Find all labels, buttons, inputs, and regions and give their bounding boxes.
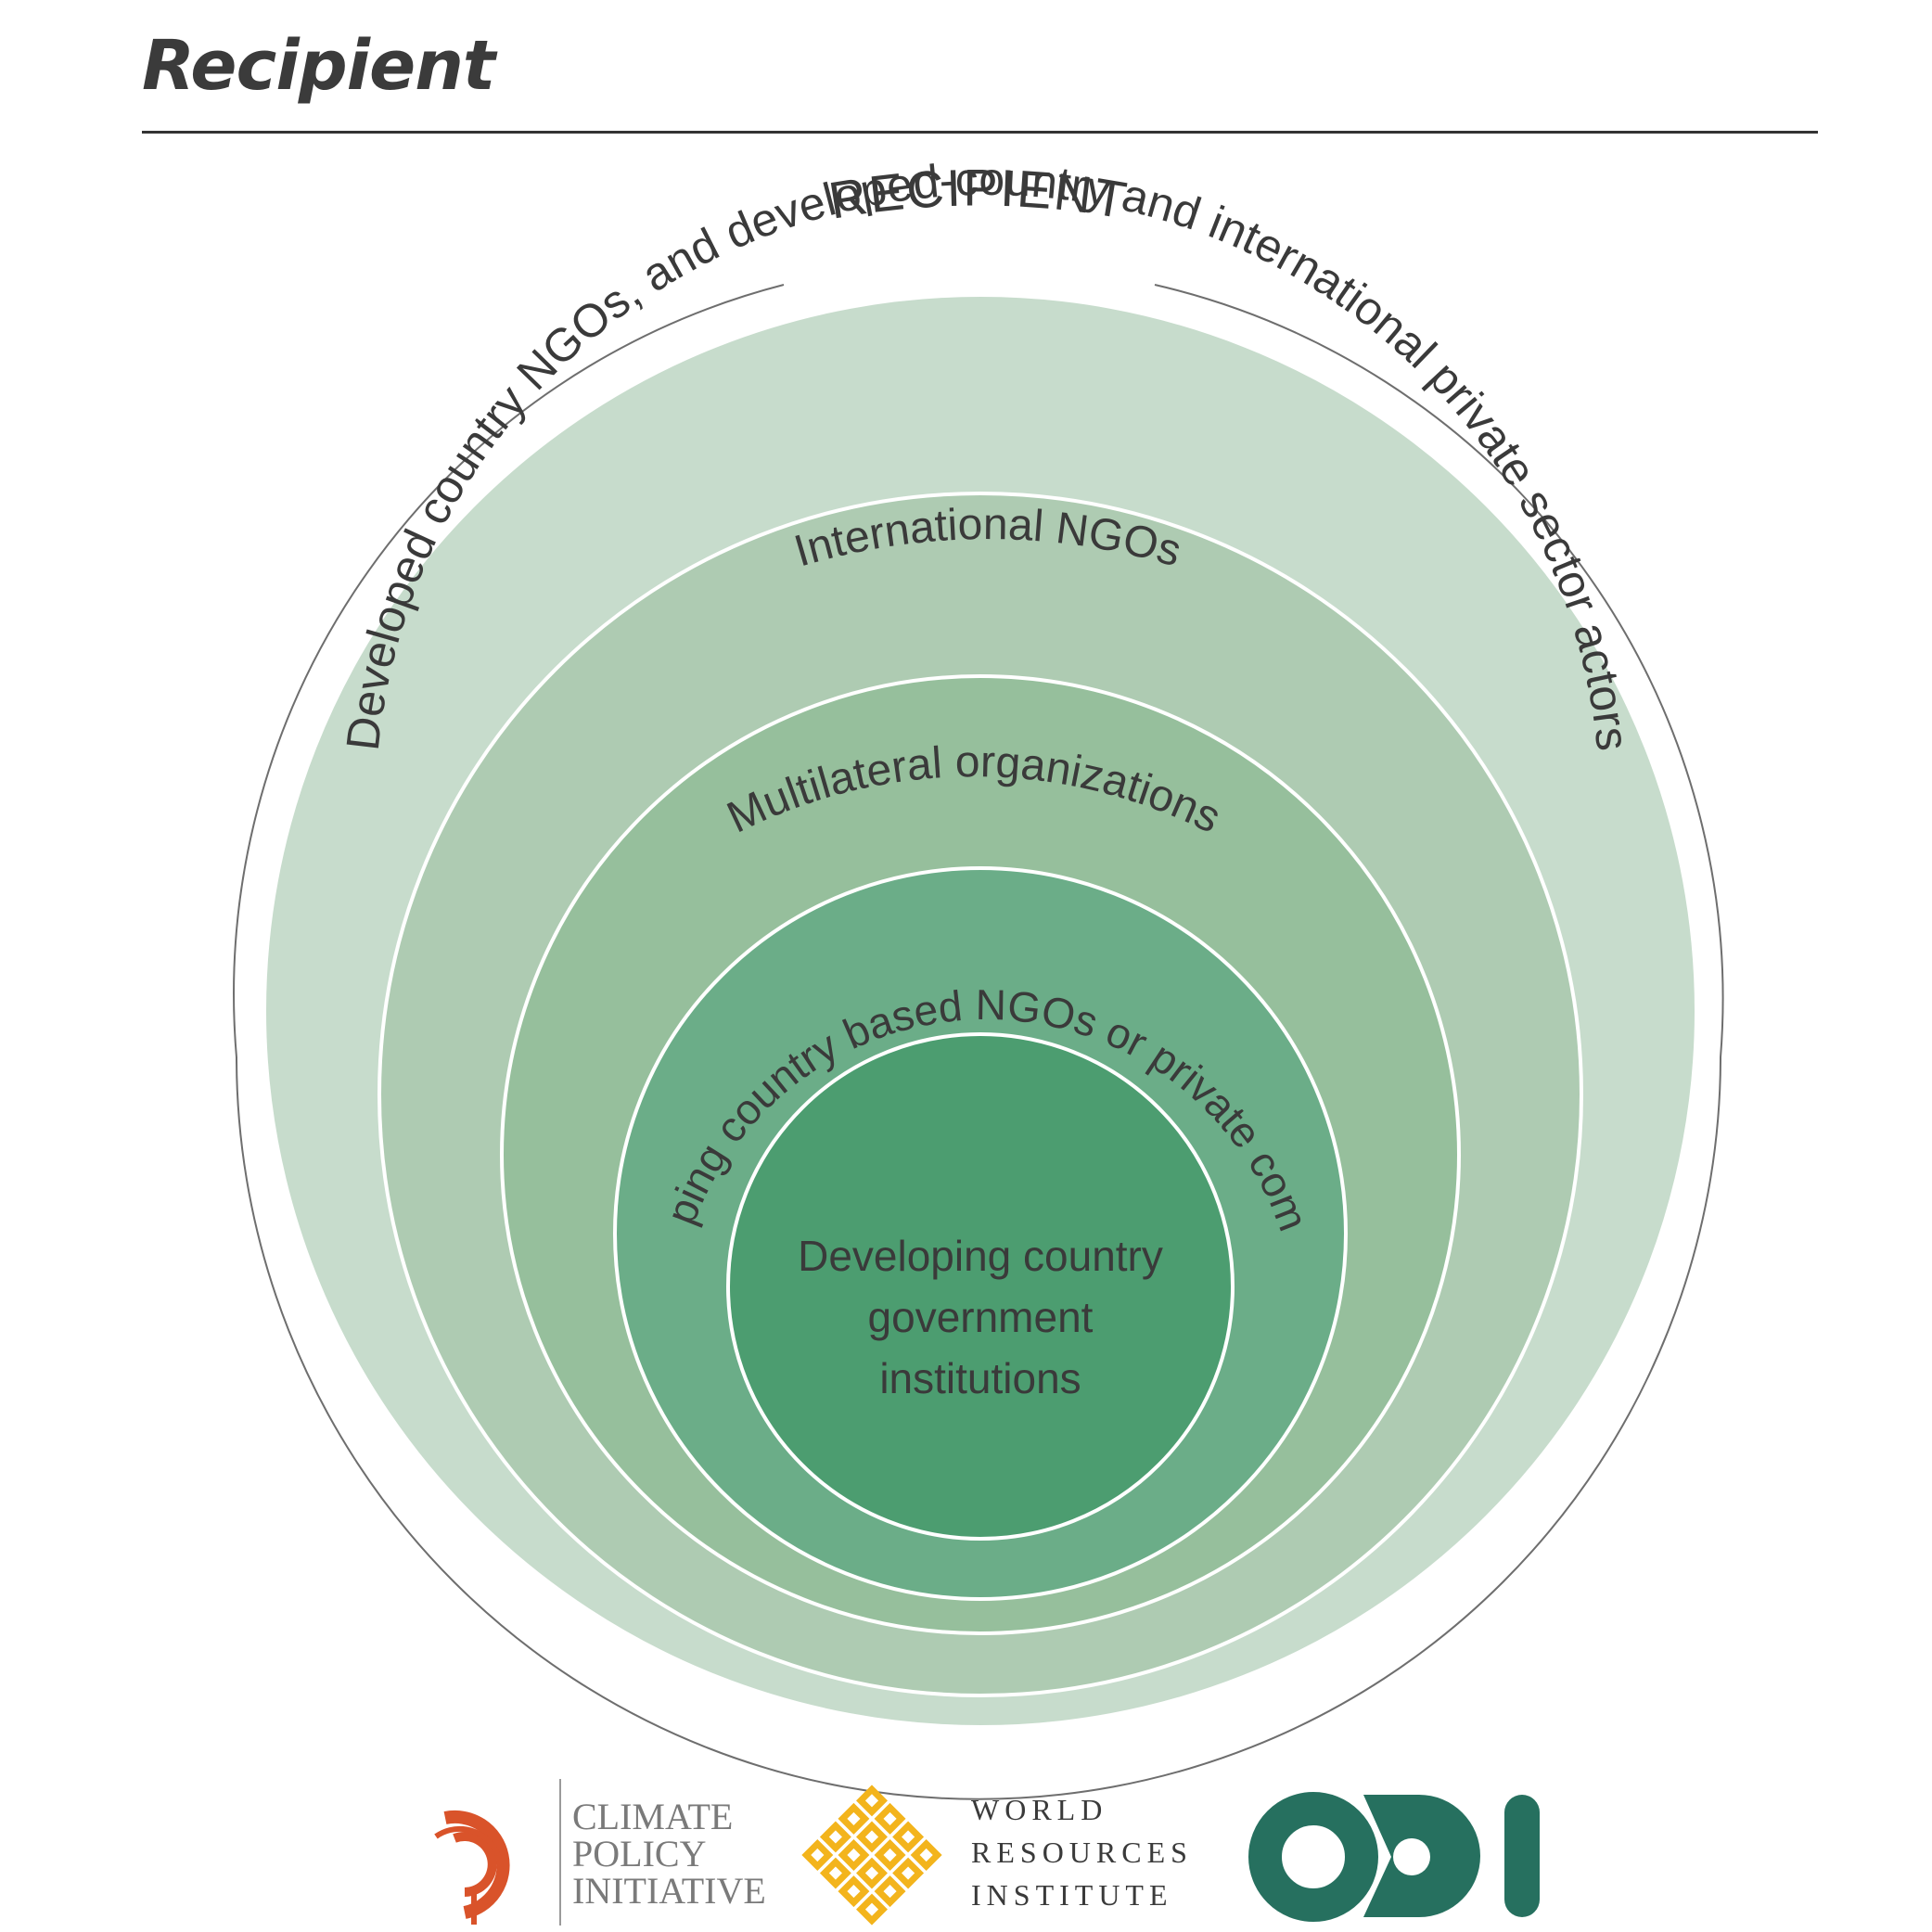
cpi-line-1: CLIMATE <box>572 1796 733 1837</box>
cpi-divider <box>559 1779 561 1926</box>
wri-lattice-cell <box>801 1839 834 1871</box>
page-title: Recipient <box>142 26 495 106</box>
title-divider <box>142 131 1818 134</box>
wri-lattice-cell <box>838 1839 870 1871</box>
wri-lattice-cell <box>892 1857 925 1889</box>
core-developing-country-government <box>726 1032 1235 1541</box>
wri-lattice-cell <box>856 1785 888 1817</box>
wri-lattice-cell <box>874 1875 906 1908</box>
wri-line-1: WORLD <box>971 1793 1107 1826</box>
wri-line-2: RESOURCES <box>971 1836 1193 1869</box>
wri-lattice-cell <box>856 1893 888 1926</box>
climate-policy-initiative-logo: CLIMATE POLICY INITIATIVE <box>434 1779 766 1926</box>
wri-lattice-cell <box>910 1839 942 1871</box>
odi-logo <box>1248 1792 1540 1922</box>
wri-lattice-cell <box>819 1821 851 1853</box>
wri-line-3: INSTITUTE <box>971 1878 1173 1912</box>
cpi-line-3: INITIATIVE <box>572 1870 766 1912</box>
wri-lattice-cell <box>838 1875 870 1908</box>
core-label-line-1: Developing country <box>798 1232 1163 1280</box>
wri-lattice-cell <box>819 1857 851 1889</box>
wri-lattice-cell <box>856 1821 888 1853</box>
wri-lattice-cell <box>874 1802 906 1835</box>
outer-boundary-arc <box>233 284 1724 1800</box>
wri-lattice-cell <box>856 1857 888 1889</box>
wri-lattice-cell <box>892 1821 925 1853</box>
core-label-line-2: government <box>868 1293 1094 1341</box>
wri-lattice-cell <box>874 1839 906 1871</box>
world-resources-institute-logo: WORLD RESOURCES INSTITUTE <box>801 1785 1193 1926</box>
cpi-line-2: POLICY <box>572 1833 706 1874</box>
cpi-mark-icon <box>434 1810 510 1925</box>
core-label-line-3: institutions <box>879 1354 1081 1402</box>
wri-lattice-icon <box>801 1785 942 1926</box>
wri-lattice-cell <box>838 1802 870 1835</box>
